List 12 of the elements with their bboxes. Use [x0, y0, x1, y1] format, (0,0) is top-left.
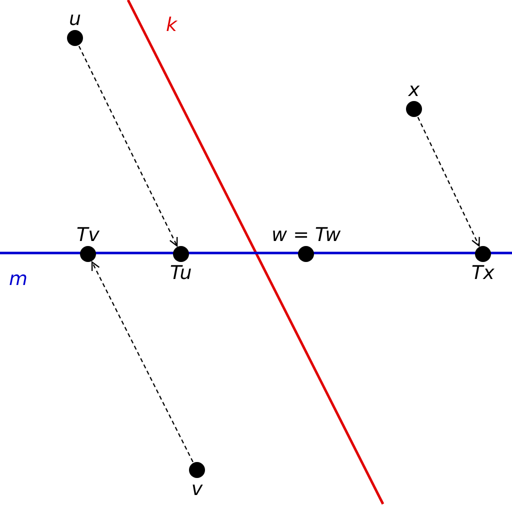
- point-label: u: [68, 8, 82, 30]
- point-label: Tu: [170, 262, 192, 284]
- dashed-arrow: [417, 116, 480, 246]
- point-label: w = Tw: [272, 224, 341, 246]
- line-label: m: [9, 268, 28, 290]
- point-label: Tv: [76, 224, 100, 246]
- dashed-arrow: [91, 261, 194, 462]
- point-label: Tx: [472, 262, 494, 284]
- point-label: x: [408, 79, 420, 101]
- dashed-arrow: [78, 46, 178, 247]
- line-label: k: [166, 14, 178, 36]
- point-label: v: [191, 478, 203, 500]
